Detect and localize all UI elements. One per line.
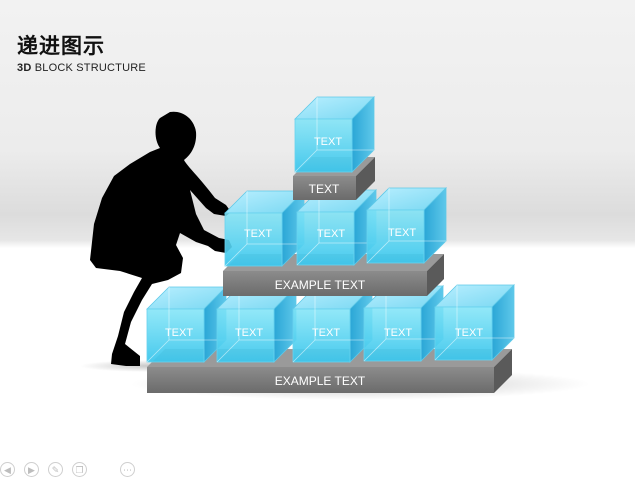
middle-cube-2: TEXT <box>296 189 377 266</box>
middle-slab-label: EXAMPLE TEXT <box>275 278 366 292</box>
page-title: 递进图示 <box>17 34 105 58</box>
bottom-cube-4: TEXT <box>363 285 444 362</box>
top-cube: TEXT <box>294 96 375 173</box>
woman-silhouette-icon <box>90 111 232 366</box>
middle-cube-3: TEXT <box>366 187 447 264</box>
bottom-cube-2: TEXT <box>216 286 297 363</box>
bottom-cube-1: TEXT <box>146 286 227 363</box>
bottom-slab-label: EXAMPLE TEXT <box>275 374 366 388</box>
bottom-cube-5: TEXT <box>434 284 515 361</box>
prev-icon[interactable]: ◀ <box>0 462 15 477</box>
page-subtitle: 3D BLOCK STRUCTURE <box>17 62 146 74</box>
cube-label: TEXT <box>455 327 483 339</box>
slide-nav-bar: ◀ ▶ ✎ ❐ ⋯ <box>0 460 160 482</box>
copy-icon[interactable]: ❐ <box>72 462 87 477</box>
cube-label: TEXT <box>235 327 263 339</box>
cube-label: TEXT <box>388 227 416 239</box>
subtitle-rest: BLOCK STRUCTURE <box>31 62 146 74</box>
cube-label: TEXT <box>314 136 342 148</box>
bottom-cube-3: TEXT <box>292 286 373 363</box>
more-icon[interactable]: ⋯ <box>120 462 135 477</box>
cube-label: TEXT <box>317 228 345 240</box>
cube-label: TEXT <box>384 327 412 339</box>
subtitle-bold: 3D <box>17 62 32 74</box>
middle-cube-1: TEXT <box>224 190 305 267</box>
cube-label: TEXT <box>244 228 272 240</box>
top-slab-label: TEXT <box>309 182 340 196</box>
cube-label: TEXT <box>165 327 193 339</box>
next-icon[interactable]: ▶ <box>24 462 39 477</box>
cube-label: TEXT <box>312 327 340 339</box>
pen-icon[interactable]: ✎ <box>48 462 63 477</box>
